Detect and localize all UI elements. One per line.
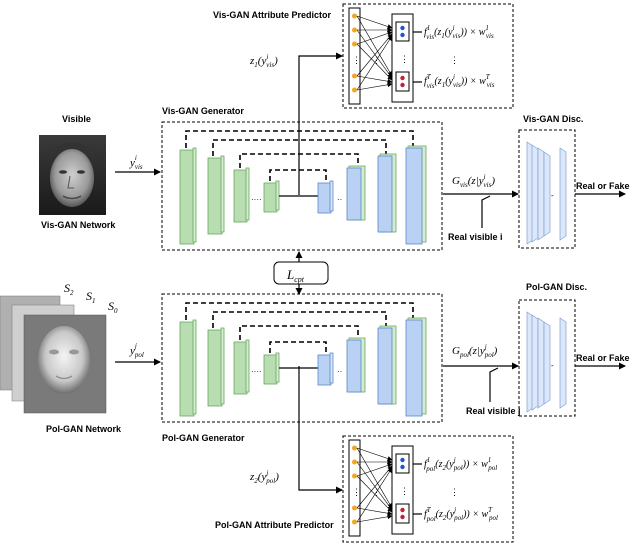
pol-network-label: Pol-GAN Network	[46, 424, 122, 434]
pol-attr-output-unit-T	[395, 503, 410, 524]
pol-enc-block-2	[207, 329, 223, 407]
vis-attr-predictor-title: Vis-GAN Attribute Predictor	[213, 10, 332, 20]
svg-text:····: ····	[251, 195, 262, 204]
vis-attr-output-unit-1	[395, 21, 410, 42]
pol-dec-block-4	[405, 319, 423, 417]
svg-text:⋮: ⋮	[450, 55, 459, 65]
pol-attr-input-nodes	[352, 445, 357, 525]
pol-real-or-fake-label: Real or Fake	[576, 353, 630, 363]
polarimetric-image-stack	[0, 295, 107, 414]
visible-label: Visible	[62, 114, 91, 124]
svg-text:-: -	[551, 361, 554, 370]
vis-real-or-fake-label: Real or Fake	[576, 181, 630, 191]
pol-attr-connections	[356, 447, 393, 523]
pol-disc-network: -	[526, 311, 567, 413]
s1-label: S1	[86, 289, 96, 305]
svg-text:··: ··	[337, 195, 342, 204]
pol-dec-block-1	[317, 354, 332, 386]
pol-enc-block-4	[263, 354, 278, 385]
vis-dec-block-1	[317, 182, 332, 214]
z2-to-attr-arrow	[298, 366, 343, 494]
vis-attr-predictor-box	[342, 3, 514, 109]
vis-attr-input-column	[348, 7, 361, 105]
s2-label: S2	[64, 281, 74, 297]
pol-enc-block-1	[179, 321, 195, 417]
pol-generator-title: Pol-GAN Generator	[162, 433, 245, 443]
svg-text:⋮: ⋮	[400, 486, 409, 496]
vis-generator-title: Vis-GAN Generator	[162, 106, 244, 116]
vis-dec-block-4	[405, 147, 423, 245]
vis-enc-block-4	[263, 182, 278, 213]
vis-attr-output-unit-T	[395, 71, 410, 92]
svg-text:⋮: ⋮	[352, 487, 361, 497]
svg-text:··: ··	[337, 367, 342, 376]
vis-generator-network: ···· ··	[179, 130, 427, 245]
vis-attr-input-nodes	[352, 13, 357, 93]
real-visible-j-label: Real visible j	[466, 406, 521, 416]
vis-disc-network: -	[526, 141, 567, 245]
vis-network-label: Vis-GAN Network	[41, 220, 116, 230]
real-visible-j-arrow	[489, 367, 499, 402]
pol-generator-network: ···· ··	[179, 302, 427, 417]
l-cpt-label: Lcpt	[286, 267, 305, 284]
s0-label: S0	[108, 299, 118, 315]
visible-face-image	[39, 135, 106, 215]
pol-dec-block-2	[346, 339, 362, 393]
pol-enc-block-3	[233, 341, 248, 395]
l-cpt-box	[273, 261, 329, 285]
vis-enc-block-2	[207, 157, 223, 235]
svg-text:····: ····	[251, 367, 262, 376]
pol-disc-title: Pol-GAN Disc.	[526, 282, 587, 292]
vis-disc-title: Vis-GAN Disc.	[523, 114, 583, 124]
vis-dec-block-3	[377, 155, 393, 233]
pol-attr-input-column	[348, 439, 361, 537]
pol-dec-block-3	[377, 327, 393, 405]
svg-text:⋮: ⋮	[352, 55, 361, 65]
vis-enc-block-3	[233, 169, 248, 223]
vis-disc-box	[518, 129, 576, 249]
pol-attr-output-unit-1	[395, 453, 410, 474]
vis-dec-block-2	[346, 167, 362, 221]
pol-attr-predictor-title: Pol-GAN Attribute Predictor	[215, 520, 334, 530]
vis-attr-connections	[356, 15, 393, 91]
svg-text:-: -	[551, 191, 554, 200]
pol-disc-box	[518, 299, 576, 417]
vis-enc-block-1	[179, 149, 195, 245]
pol-attr-predictor-box	[342, 435, 514, 543]
pol-generator-box	[161, 293, 443, 423]
vis-generator-box	[161, 121, 443, 251]
vis-attribute-predictor: Vis-GAN Attribute Predictor ⋮ ⋮ ⋮	[213, 3, 514, 109]
real-visible-i-arrow	[481, 195, 491, 228]
real-visible-i-label: Real visible i	[448, 232, 503, 242]
svg-text:⋮: ⋮	[400, 54, 409, 64]
z1-to-attr-arrow	[298, 52, 343, 195]
svg-text:⋮: ⋮	[450, 487, 459, 497]
